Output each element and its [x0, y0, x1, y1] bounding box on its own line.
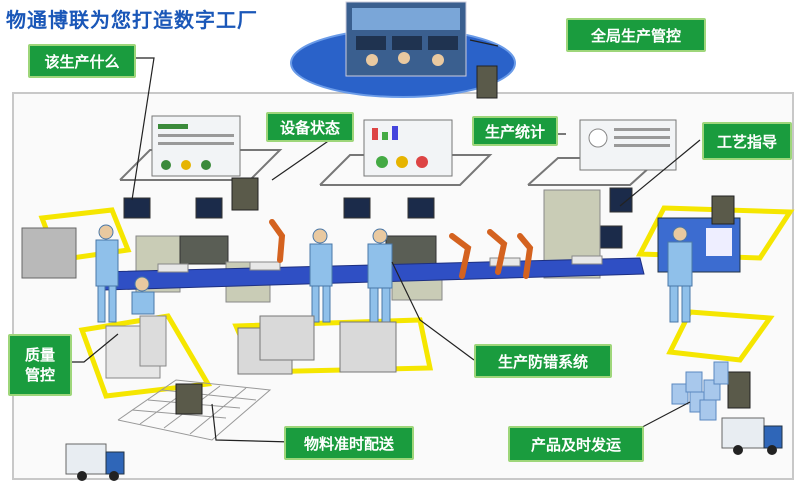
page-title: 物通博联为您打造数字工厂	[6, 8, 258, 32]
gateway-device-line	[231, 177, 259, 211]
dashboard-screens	[151, 115, 677, 177]
gateway-device-top	[476, 65, 498, 99]
workers	[95, 224, 693, 325]
label-what-to-produce: 该生产什么	[28, 44, 136, 78]
label-quality-line2: 管控	[24, 366, 55, 384]
label-equipment-status: 设备状态	[266, 112, 354, 142]
gateway-device-shipping	[727, 371, 751, 409]
material-carts	[237, 315, 397, 375]
label-quality-control: 质量 管控	[8, 334, 72, 396]
label-global-production-control: 全局生产管控	[566, 18, 706, 52]
label-material-delivery: 物料准时配送	[284, 426, 414, 460]
quality-machine	[105, 315, 167, 379]
label-process-guidance: 工艺指导	[702, 122, 792, 160]
label-error-proofing-system: 生产防错系统	[474, 344, 612, 378]
truck-right	[721, 417, 783, 455]
line-monitors	[123, 187, 633, 249]
robot-arms	[269, 219, 534, 279]
gateway-device-process	[711, 195, 735, 225]
label-timely-shipping: 产品及时发运	[508, 426, 644, 462]
truck-left	[65, 443, 125, 481]
label-quality-line1: 质量	[24, 345, 55, 364]
label-production-statistics: 生产统计	[472, 116, 558, 146]
product-boxes	[671, 361, 729, 421]
gateway-device-material	[175, 383, 203, 415]
